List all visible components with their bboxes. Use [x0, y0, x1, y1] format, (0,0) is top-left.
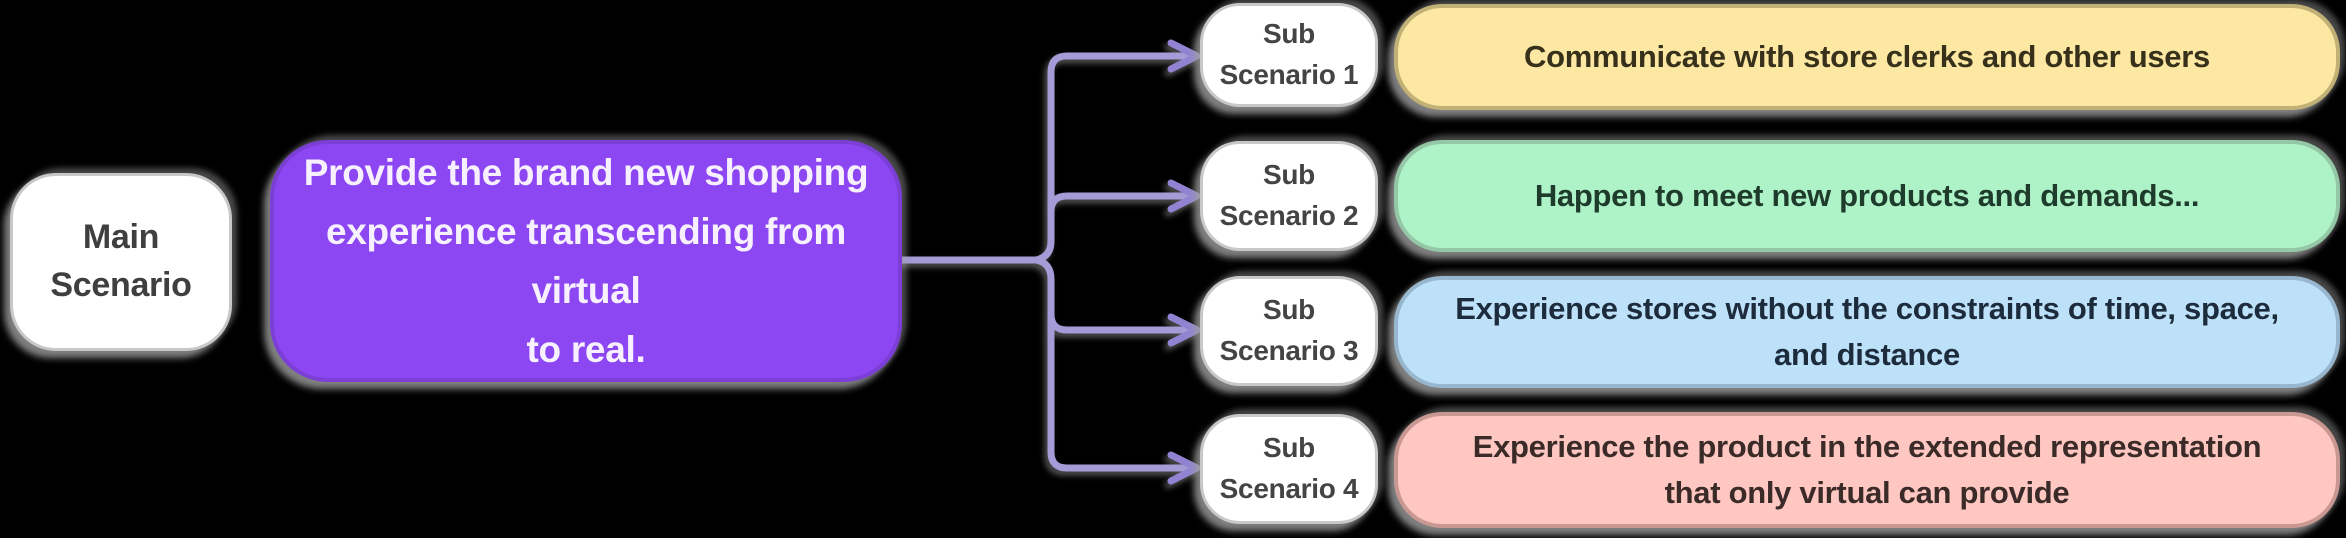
- sub-scenario-3-description: Experience stores without the constraint…: [1394, 276, 2340, 388]
- sub-scenario-4-node: Sub Scenario 4: [1200, 414, 1378, 524]
- root-scenario-label-line: Provide the brand new shopping: [303, 151, 869, 193]
- root-scenario-label-line: to real.: [526, 329, 646, 371]
- sub-scenario-label-line: Sub: [1263, 159, 1315, 191]
- main-scenario-label-line: Main: [82, 218, 160, 257]
- sub-scenario-label-line: Scenario 3: [1219, 335, 1359, 366]
- sub-scenario-1-description: Communicate with store clerks and other …: [1394, 4, 2340, 110]
- root-scenario-label-line: experience transcending from virtual: [325, 210, 847, 311]
- sub-scenario-3-node: Sub Scenario 3: [1200, 276, 1378, 386]
- description-line: Experience the product in the extended r…: [1472, 428, 2262, 464]
- description-line: Happen to meet new products and demands.…: [1534, 177, 2200, 213]
- sub-scenario-label-line: Sub: [1263, 18, 1315, 50]
- main-scenario-node: Main Scenario: [10, 173, 232, 351]
- connector-branch-2: [1047, 192, 1194, 216]
- description-line: Experience stores without the constraint…: [1455, 290, 2279, 373]
- connector-branch-4: [1032, 256, 1194, 472]
- arrowhead-icon: [1167, 39, 1201, 73]
- sub-scenario-2-node: Sub Scenario 2: [1200, 141, 1378, 251]
- sub-scenario-label-line: Sub: [1263, 432, 1315, 464]
- arrowhead-icon: [1167, 179, 1201, 213]
- sub-scenario-label-line: Scenario 2: [1219, 200, 1359, 231]
- sub-scenario-label-line: Scenario 4: [1219, 473, 1359, 504]
- sub-scenario-1-node: Sub Scenario 1: [1200, 3, 1378, 107]
- connector-branch-1: [1032, 52, 1194, 264]
- sub-scenario-label-line: Sub: [1263, 294, 1315, 326]
- arrowhead-icon: [1167, 313, 1201, 347]
- description-line: that only virtual can provide: [1664, 475, 2070, 510]
- main-scenario-label-line: Scenario: [50, 266, 192, 304]
- sub-scenario-4-description: Experience the product in the extended r…: [1394, 412, 2340, 528]
- sub-scenario-2-description: Happen to meet new products and demands.…: [1394, 140, 2340, 252]
- arrowhead-icon: [1167, 451, 1201, 485]
- description-line: Communicate with store clerks and other …: [1524, 38, 2210, 74]
- root-scenario-node: Provide the brand new shopping experienc…: [270, 140, 902, 382]
- sub-scenario-label-line: Scenario 1: [1219, 59, 1359, 90]
